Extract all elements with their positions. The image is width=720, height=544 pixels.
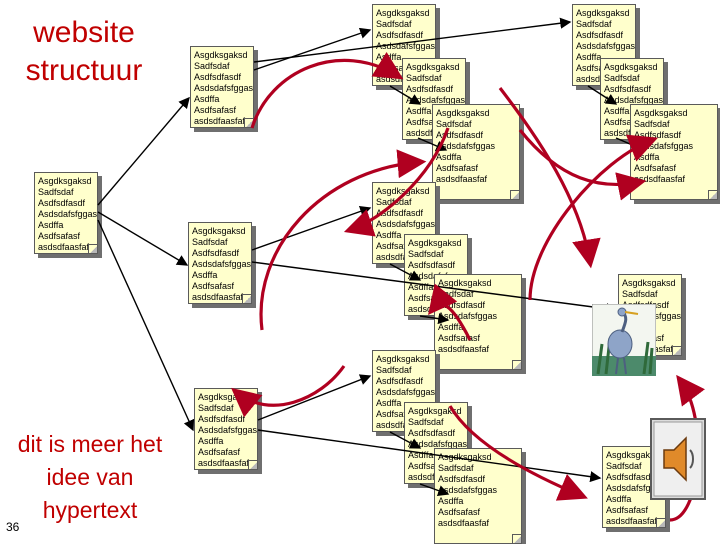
hyperlink-red-1 xyxy=(250,51,404,129)
hyperlink-red-6 xyxy=(427,283,472,341)
link-home-to-b xyxy=(97,211,189,266)
link-home-to-c xyxy=(97,219,195,432)
link-a2-to-a3 xyxy=(417,137,448,152)
slide-title: website structuur xyxy=(25,16,143,87)
hyperlink-red-2 xyxy=(518,129,647,201)
link-b1-to-b2 xyxy=(587,85,618,105)
slide-number: 36 xyxy=(6,520,20,534)
page-home[interactable]: Asgdksgaksd Sadfsdaf Asdfsdfasdf Asdsdaf… xyxy=(34,172,98,254)
page-level2-e3[interactable]: Asgdksgaksd Sadfsdaf Asdfsdfasdf Asdsdaf… xyxy=(434,448,522,544)
speaker-sound-icon[interactable] xyxy=(650,418,706,500)
link-b-to-d1 xyxy=(251,261,618,315)
hyperlink-red-8 xyxy=(448,405,588,501)
page-level1-b[interactable]: Asgdksgaksd Sadfsdaf Asdfsdfasdf Asdsdaf… xyxy=(188,222,252,304)
link-c-to-f1 xyxy=(257,429,602,483)
hyperlink-red-3 xyxy=(343,127,450,237)
slide-subtitle: dit is meer het idee van hypertext xyxy=(17,431,163,523)
heron-picture-icon[interactable] xyxy=(591,303,657,377)
hyperlink-red-9 xyxy=(231,365,346,418)
link-a-to-b1 xyxy=(253,17,572,63)
hyperlink-red-4 xyxy=(259,149,427,331)
link-home-to-a xyxy=(97,96,190,206)
link-e1-to-e2 xyxy=(389,431,422,449)
link-e2-to-e3 xyxy=(419,483,450,496)
hyperlink-red-7 xyxy=(498,87,601,269)
link-c2-to-c3 xyxy=(419,313,450,325)
page-level1-c[interactable]: Asgdksgaksd Sadfsdaf Asdfsdfasdf Asdsdaf… xyxy=(194,388,258,470)
link-c1-to-c2 xyxy=(389,263,422,281)
page-level2-a3[interactable]: Asgdksgaksd Sadfsdaf Asdfsdfasdf Asdsdaf… xyxy=(432,104,520,200)
link-a1-to-a2 xyxy=(389,85,422,105)
hyperlink-red-5 xyxy=(528,134,658,301)
page-level1-a[interactable]: Asgdksgaksd Sadfsdaf Asdfsdfasdf Asdsdaf… xyxy=(190,46,254,128)
link-a-to-a1 xyxy=(253,27,372,71)
link-c-to-e1 xyxy=(257,374,372,421)
